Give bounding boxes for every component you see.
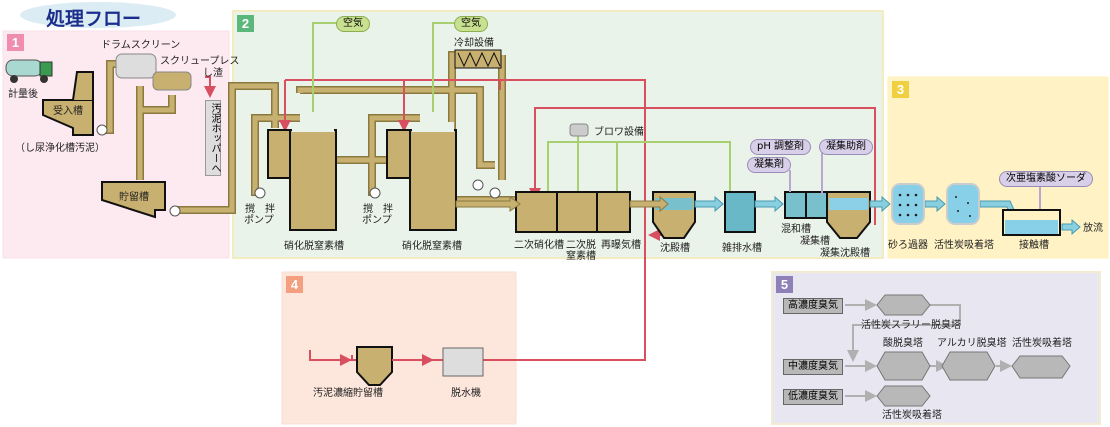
label-secondary-denitrification-b: 窒素槽 (566, 251, 596, 262)
blower-icon (569, 123, 589, 137)
label-settling: 沈殿槽 (660, 243, 690, 254)
label-hypochlorite: 次亜塩素酸ソーダ (999, 171, 1093, 187)
storage-tank (101, 181, 166, 219)
label-carbon-tower-2: 活性炭吸着塔 (882, 410, 942, 421)
label-nitrification-1: 硝化脱窒素槽 (284, 241, 344, 252)
screw-press (152, 71, 192, 91)
air-label-1: 空気 (336, 16, 370, 32)
label-ph-agent: pH 調整剤 (750, 139, 812, 155)
title-badge (20, 2, 176, 28)
label-pump-2a: 撹 拌 (363, 204, 393, 215)
label-screw-press: スクリュープレス (160, 56, 240, 67)
drum-screen (115, 53, 157, 79)
label-pump-2b: ポンプ (362, 215, 392, 226)
page-title: 処理フロー (46, 8, 142, 30)
carbon-tower (946, 183, 980, 225)
label-cooling: 冷却設備 (454, 38, 494, 49)
label-slurry-tower: 活性炭スラリー脱臭塔 (861, 320, 961, 331)
nitrification-tank-2 (386, 122, 457, 231)
label-blower: ブロワ設備 (594, 127, 644, 138)
pump-icon (254, 187, 266, 199)
air-lines (312, 22, 731, 228)
deodorization-towers (876, 294, 1071, 407)
truck-icon (5, 59, 53, 83)
label-reaeration: 再曝気槽 (601, 240, 641, 251)
label-secondary-denitrification-a: 二次脱 (566, 240, 596, 251)
label-contact-tank: 接触槽 (1019, 240, 1049, 251)
label-source: （し尿浄化槽汚泥） (15, 143, 105, 154)
label-misc-drain: 雑排水槽 (722, 243, 762, 254)
pump-icon (489, 187, 501, 199)
label-pump-1a: 撹 拌 (245, 204, 275, 215)
label-to-hopper: 汚泥ホッパーへ (205, 100, 221, 176)
label-mixing: 混和槽 (781, 224, 811, 235)
label-acid-tower: 酸脱臭塔 (883, 338, 923, 349)
label-storage-tank: 貯留槽 (119, 192, 149, 203)
flow-arrows (455, 195, 669, 213)
section-1-badge: 1 (7, 34, 24, 51)
pump-icon (169, 205, 181, 217)
section-3-badge: 3 (892, 81, 909, 98)
section-2-badge: 2 (237, 15, 254, 32)
section-5-badge: 5 (776, 276, 793, 293)
label-coag-aid: 凝集助剤 (819, 139, 873, 155)
misc-drain-tank (724, 191, 756, 233)
label-secondary-nitrification: 二次硝化槽 (514, 240, 564, 251)
label-discharge: 放流 (1083, 223, 1103, 234)
label-mid-odor: 中濃度臭気 (783, 359, 843, 375)
nitrification-tank-1 (267, 122, 337, 231)
label-coag-tank: 凝集槽 (800, 236, 830, 247)
pump-icon (472, 179, 484, 191)
label-sludge-tank: 汚泥濃縮貯留槽 (313, 388, 383, 399)
return-lines (279, 79, 876, 361)
label-drum-screen: ドラムスクリーン (101, 40, 181, 51)
label-sand-filter: 砂ろ過器 (888, 240, 928, 251)
sludge-thickening-tank (356, 346, 393, 386)
label-pump-1b: ポンプ (244, 215, 274, 226)
section-4-badge: 4 (286, 276, 303, 293)
label-carbon-tower-1: 活性炭吸着塔 (1012, 338, 1072, 349)
label-alkali-tower: アルカリ脱臭塔 (937, 338, 1007, 349)
label-after-weighing: 計量後 (8, 89, 38, 100)
pump-icon (369, 187, 381, 199)
secondary-tanks (515, 191, 631, 233)
label-nitrification-2: 硝化脱窒素槽 (402, 241, 462, 252)
label-receiving-tank: 受入槽 (53, 106, 83, 117)
label-carbon-tower: 活性炭吸着塔 (934, 240, 994, 251)
dewatering-machine (442, 347, 484, 377)
air-label-2: 空気 (454, 16, 488, 32)
water-arrows (694, 195, 1081, 236)
label-screenings: し渣 (203, 68, 223, 79)
label-coag-settling: 凝集沈殿槽 (820, 248, 870, 259)
label-dewater: 脱水機 (451, 388, 481, 399)
label-high-odor: 高濃度臭気 (783, 298, 843, 314)
label-coagulant: 凝集剤 (747, 157, 791, 173)
label-low-odor: 低濃度臭気 (783, 389, 843, 405)
pump-icon (96, 124, 108, 136)
